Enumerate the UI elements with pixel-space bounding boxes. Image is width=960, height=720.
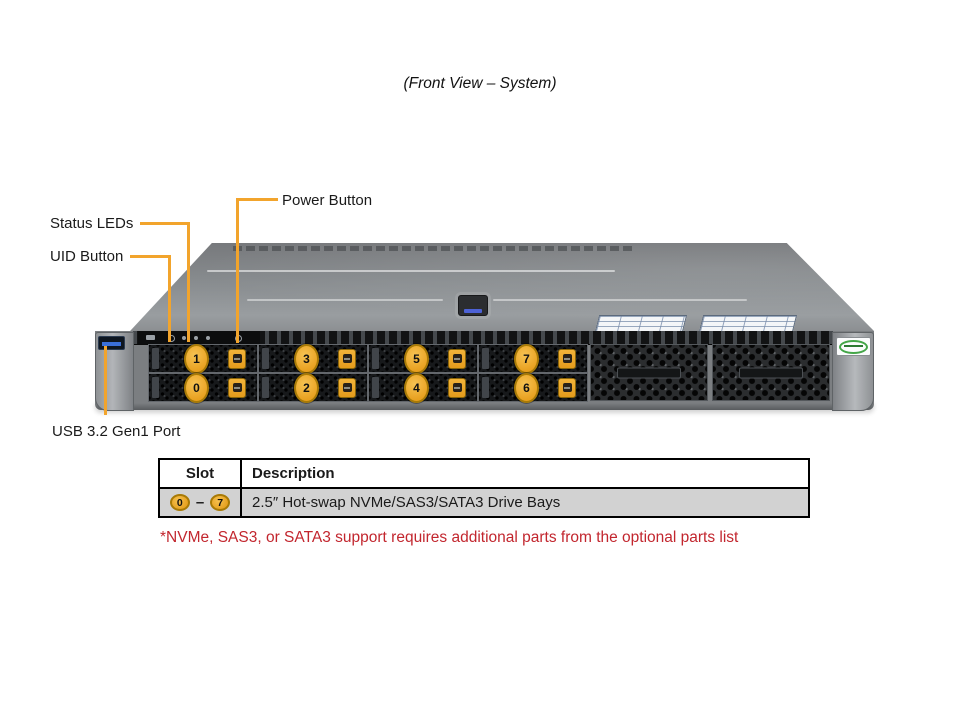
usb-port-icon [98,336,125,350]
status-leds-leader-line [187,222,190,342]
drive-tray-release-button [448,377,466,398]
table-header-slot: Slot [160,460,242,487]
tray-lock-icon [452,383,462,392]
drive-bay-number-badge: 6 [514,372,539,403]
power-button-leader-line [236,198,278,201]
top-cover-latch [458,295,488,316]
server-front-panel: 1 0 3 2 5 4 [95,331,874,411]
drive-bay-number-badge: 2 [294,372,319,403]
slot-range-dash: – [195,494,205,511]
drive-bay-tray: 2 [258,372,368,403]
blank-mesh-panel [712,344,830,401]
tray-lock-icon [562,354,572,363]
status-led-icon [194,335,198,340]
tray-lock-icon [232,354,242,363]
slot-description-table: Slot Description 0 – 7 2.5″ Hot-swap NVM… [158,458,810,518]
drive-bay-number-badge: 1 [184,343,209,374]
drive-bay-tray: 0 [148,372,258,403]
drive-bay-tray: 4 [368,372,478,403]
mesh-panel-handle [739,367,803,378]
drive-bay-tray: 5 [368,343,478,374]
power-button-label: Power Button [282,192,373,209]
drive-bay-number-badge: 5 [404,343,429,374]
drive-bay-number-badge: 0 [184,372,209,403]
barcode-label [698,315,798,331]
tray-lock-icon [342,383,352,392]
slot-description-cell: 2.5″ Hot-swap NVMe/SAS3/SATA3 Drive Bays [252,494,561,511]
slot-badge-start: 0 [169,494,190,511]
drive-bay-tray: 7 [478,343,588,374]
drive-tray-release-button [338,377,356,398]
front-control-panel [138,331,260,344]
mesh-panel-handle [617,367,681,378]
table-header-description: Description [252,465,335,482]
tray-lock-icon [342,354,352,363]
uid-button-label: UID Button [50,248,124,265]
tray-lock-icon [452,354,462,363]
chassis-base [95,401,874,410]
drive-tray-release-button [228,348,246,369]
optional-parts-note: *NVMe, SAS3, or SATA3 support requires a… [160,529,739,546]
status-leds-leader-line [140,222,190,225]
usb-port-label: USB 3.2 Gen1 Port [52,423,181,440]
drive-tray-release-button [338,348,356,369]
slot-range-cell: 0 – 7 [160,489,242,516]
tray-lock-icon [232,383,242,392]
figure-title: (Front View – System) [403,75,557,92]
drive-tray-release-button [558,377,576,398]
top-cover-groove [247,299,443,301]
drive-bay-tray: 3 [258,343,368,374]
drive-tray-release-button [448,348,466,369]
drive-bay-tray: 1 [148,343,258,374]
uid-button-leader-line [168,255,171,342]
supermicro-logo-icon [839,339,868,354]
control-panel-display-icon [146,334,155,340]
top-cover-groove [207,270,615,272]
status-leds-label: Status LEDs [50,215,134,232]
blank-mesh-panel [590,344,708,401]
drive-bay-area: 1 0 3 2 5 4 [133,331,833,403]
power-button-leader-line [236,198,239,343]
server-top-cover [130,243,874,331]
tray-lock-icon [562,383,572,392]
usb-port-leader-line [104,346,107,415]
uid-button-leader-line [130,255,171,258]
top-cover-groove [493,299,747,301]
status-led-icon [182,335,186,340]
drive-bay-tray: 6 [478,372,588,403]
drive-bay-number-badge: 7 [514,343,539,374]
drive-bay-number-badge: 4 [404,372,429,403]
slot-badge-end: 7 [210,494,231,511]
drive-bay-number-badge: 3 [294,343,319,374]
left-rack-ear [95,332,134,411]
logo-plate [836,337,871,356]
table-header-row: Slot Description [160,460,808,489]
drive-tray-release-button [228,377,246,398]
right-rack-ear [832,332,874,411]
barcode-label [594,315,688,331]
drive-tray-release-button [558,348,576,369]
top-cover-etched-text [233,246,633,251]
status-led-icon [206,335,210,340]
table-row: 0 – 7 2.5″ Hot-swap NVMe/SAS3/SATA3 Driv… [160,489,808,516]
